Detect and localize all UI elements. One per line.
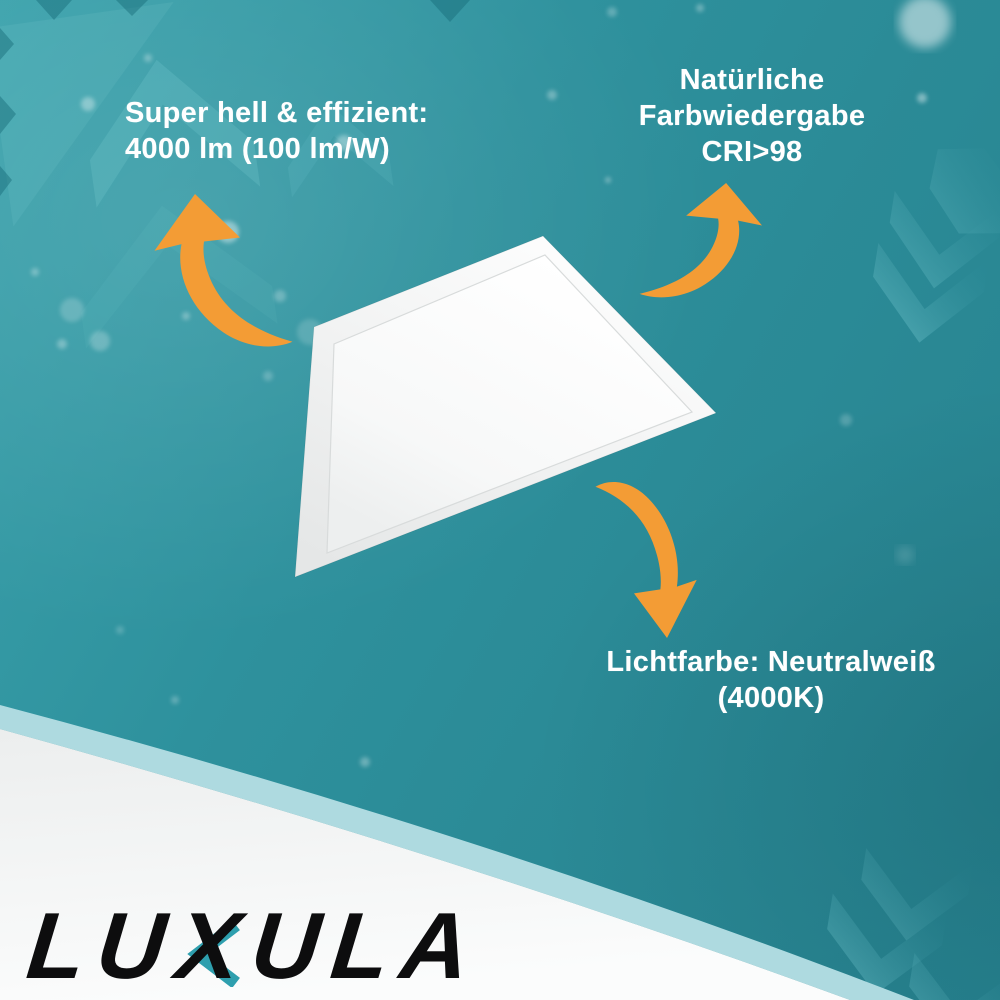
- feature-cri-line1: Natürliche: [679, 64, 825, 96]
- feature-cri-label: Natürliche Farbwiedergabe CRI>98: [602, 62, 902, 170]
- feature-cri-line2: Farbwiedergabe: [638, 100, 866, 132]
- logo-chevron-icon: [187, 921, 240, 987]
- curved-arrow-up-right-icon: [639, 182, 763, 298]
- bokeh-glow-large: [899, 0, 951, 48]
- feature-brightness-line2: 4000 lm (100 lm/W): [125, 133, 390, 165]
- feature-cri-line3: CRI>98: [701, 136, 803, 168]
- bottom-band: [0, 705, 914, 1000]
- feature-light-color-label: Lichtfarbe: Neutralweiß (4000K): [571, 644, 971, 716]
- bokeh-glow-mid: [896, 546, 914, 564]
- curved-arrow-up-left-icon: [154, 193, 293, 347]
- chevrons-bottom-right: [827, 848, 1000, 1000]
- luxula-logo: LUXULA: [22, 893, 487, 998]
- curved-arrow-down-right-icon: [595, 481, 697, 638]
- feature-light-color-line1: Lichtfarbe: Neutralweiß: [606, 646, 936, 678]
- feature-brightness-label: Super hell & effizient: 4000 lm (100 lm/…: [125, 95, 428, 167]
- feature-light-color-line2: (4000K): [717, 682, 825, 714]
- corner-chevrons-edge-dark: [0, 0, 470, 196]
- led-panel-image: [294, 235, 717, 578]
- feature-brightness-line1: Super hell & effizient:: [125, 97, 429, 129]
- chevrons-right: [873, 148, 1000, 343]
